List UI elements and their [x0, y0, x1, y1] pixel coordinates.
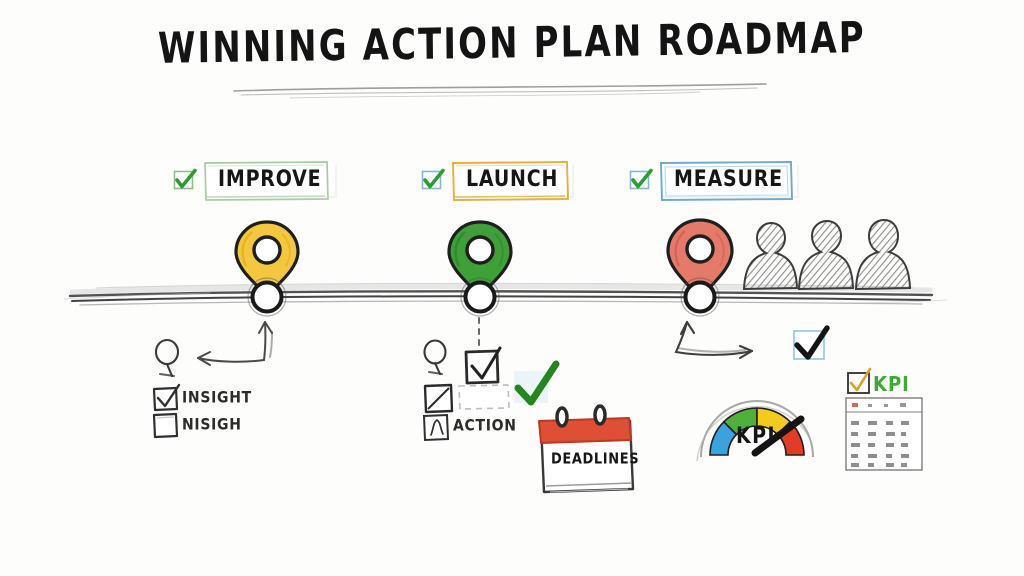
launch-small-box-icon — [423, 383, 454, 414]
milestone-chip-measure[interactable]: MEASURE — [628, 161, 797, 201]
improve-checklist-item-0-label: INSIGHT — [182, 388, 252, 408]
kpi-panel-label: KPI — [873, 372, 910, 397]
improve-box-outline — [204, 161, 329, 201]
improve-check-icon[interactable] — [172, 168, 198, 192]
improve-label: IMPROVE — [218, 166, 322, 192]
action-label: ACTION — [453, 416, 517, 436]
launch-outline-box-icon — [458, 384, 510, 410]
launch-box-outline — [452, 161, 569, 201]
milestone-chip-launch[interactable]: LAUNCH — [420, 161, 573, 201]
measure-label: MEASURE — [674, 166, 783, 192]
measure-label-box[interactable]: MEASURE — [660, 161, 797, 201]
launch-label: LAUNCH — [466, 166, 559, 192]
launch-label-box[interactable]: LAUNCH — [452, 161, 573, 201]
launch-check-icon[interactable] — [420, 168, 446, 192]
measure-box-outline — [660, 161, 793, 201]
improve-checklist-item-1-label: NISIGH — [182, 415, 242, 435]
milestone-chip-improve[interactable]: IMPROVE — [172, 161, 336, 201]
measure-check-icon[interactable] — [628, 168, 654, 192]
kpi-gauge-label: KPI — [736, 423, 776, 449]
improve-label-box[interactable]: IMPROVE — [204, 161, 336, 201]
deadlines-label: DEADLINES — [551, 450, 640, 469]
launch-checked-box-icon — [464, 346, 502, 385]
